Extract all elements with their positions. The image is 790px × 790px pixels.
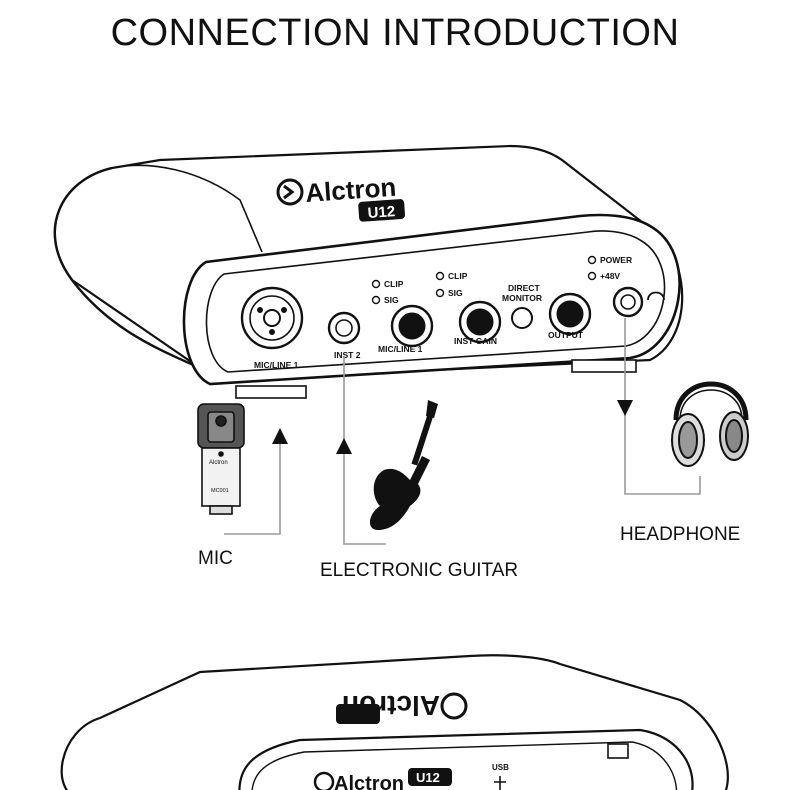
mic-arrow-icon [272,428,288,444]
label-mic-line-1: MIC/LINE 1 [254,360,299,370]
guitar-label: ELECTRONIC GUITAR [320,560,519,581]
rear-model-text: U12 [416,770,440,785]
rear-brand-logo: Alctron Alctron U12 USB [313,690,509,790]
front-labels: MIC/LINE 1 INST 2 CLIP SIG CLIP SIG DIRE… [254,255,632,370]
label-inst-2: INST 2 [334,350,361,360]
mic-label: MIC [198,548,233,569]
label-direct: DIRECT [508,283,540,293]
headphone-icon [671,381,749,467]
label-clip-1: CLIP [384,279,404,289]
device-brand-logo: Alctron U12 [276,172,406,222]
guitar-connector-line [343,356,386,545]
label-knob-1: MIC/LINE 1 [378,344,423,354]
audio-interface-rear [60,654,729,790]
label-clip-2: CLIP [448,271,468,281]
label-output: OUTPUT [548,330,584,340]
label-knob-2: INST GAIN [454,336,497,346]
label-monitor: MONITOR [502,293,542,303]
rear-usb-label: USB [492,763,509,772]
front-controls [240,255,665,350]
rear-front-brand-text: Alctron [334,773,404,790]
microphone-icon: Alctron MC001 [197,403,245,515]
label-power: POWER [600,255,632,265]
mic-brand-text: Alctron [209,460,228,466]
page-title: CONNECTION INTRODUCTION [110,12,680,54]
headphone-arrow-icon [617,400,633,416]
electric-guitar-icon [369,400,438,530]
label-sig-2: SIG [448,288,463,298]
headphone-label: HEADPHONE [620,524,741,545]
connector-arrows [272,400,633,454]
usb-icon [494,776,506,790]
mic-model-text: MC001 [211,488,229,494]
label-phantom: +48V [600,271,620,281]
guitar-arrow-icon [336,438,352,454]
mic-connector-line [224,440,281,535]
device-model-text: U12 [367,203,396,222]
label-sig-1: SIG [384,295,399,305]
